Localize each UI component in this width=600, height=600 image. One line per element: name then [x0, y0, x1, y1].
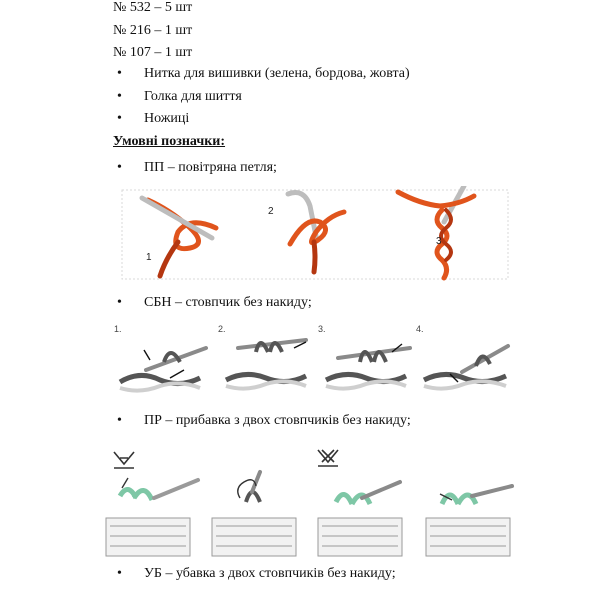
sc-step-1: 1. [114, 324, 208, 393]
increase-illustration [105, 449, 514, 557]
bullet-dot: • [117, 160, 122, 175]
symbol-pp: ПП – повітряна петля; [144, 160, 277, 175]
sc-step-4: 4. [416, 324, 510, 391]
symbol-ub: УБ – убавка з двох стовпчиків без накиду… [144, 566, 396, 581]
chain-step-2: 2 [268, 190, 347, 275]
bullet-dot: • [117, 66, 122, 81]
chain-step-1: 1 [139, 195, 219, 279]
increase-symbol-icon [113, 451, 135, 469]
increase-step-3 [317, 480, 403, 557]
bullet-dot: • [117, 89, 122, 104]
material-item: Голка для шиття [144, 89, 242, 104]
chain-step-3: 3 [395, 186, 477, 281]
step-label: 2. [218, 324, 226, 334]
material-count-1: № 532 – 5 шт [113, 0, 193, 15]
material-item: Ножиці [144, 111, 190, 126]
material-count-2: № 216 – 1 шт [113, 23, 193, 38]
material-count-3: № 107 – 1 шт [113, 45, 193, 60]
increase-step-1 [105, 477, 200, 557]
step-label: 3 [436, 236, 442, 247]
sc-step-3: 3. [318, 324, 412, 391]
step-label: 4. [416, 324, 424, 334]
chain-stitch-illustration: 1 2 3 [121, 186, 509, 281]
single-crochet-illustration: 1. 2. 3. [114, 324, 510, 393]
increase-figure [100, 442, 520, 562]
bullet-dot: • [117, 566, 122, 581]
bullet-dot: • [117, 413, 122, 428]
bullet-dot: • [117, 111, 122, 126]
increase-step-4 [425, 484, 514, 557]
chain-stitch-figure: 1 2 3 [120, 186, 510, 281]
step-label: 3. [318, 324, 326, 334]
material-item: Нитка для вишивки (зелена, бордова, жовт… [144, 66, 410, 81]
step-label: 2 [268, 206, 274, 217]
bullet-dot: • [117, 295, 122, 310]
legend-heading: Умовні позначки: [113, 134, 226, 149]
step-label: 1. [114, 324, 122, 334]
step-label: 1 [146, 252, 152, 263]
sc-step-2: 2. [218, 324, 308, 391]
symbol-sbn: СБН – стовпчик без накиду; [144, 295, 312, 310]
increase-symbol-icon [317, 449, 339, 467]
increase-step-2 [211, 470, 297, 557]
symbol-pr: ПР – прибавка з двох стовпчиків без наки… [144, 413, 411, 428]
single-crochet-figure: 1. 2. 3. [110, 322, 520, 402]
